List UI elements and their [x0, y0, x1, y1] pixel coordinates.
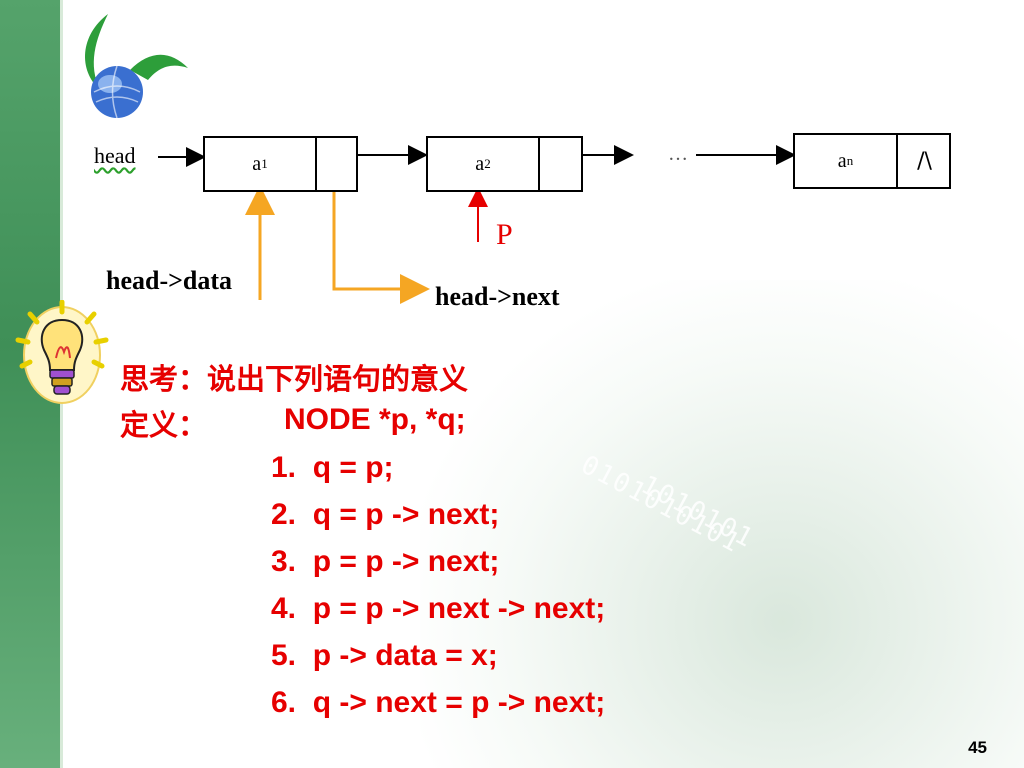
- statement-1: 1. q = p;: [271, 451, 394, 484]
- node-1-next: [317, 138, 358, 190]
- background-decoration: [420, 280, 1024, 768]
- statement-2: 2. q = p -> next;: [271, 498, 500, 531]
- head-next-arrow: [332, 185, 430, 304]
- ellipsis: …: [668, 143, 688, 165]
- node-1-sub: 1: [261, 156, 268, 171]
- logo-icon: [85, 14, 188, 119]
- node-1-label: a: [252, 152, 262, 175]
- node-2-label: a: [475, 152, 485, 175]
- node-2-sub: 2: [484, 156, 491, 171]
- statement-6: 6. q -> next = p -> next;: [271, 686, 606, 719]
- node-n-sub: n: [846, 153, 854, 168]
- statement-list: 1. q = p; 2. q = p -> next; 3. p = p -> …: [271, 444, 605, 726]
- definition-code: NODE *p, *q;: [284, 403, 466, 436]
- page-number: 45: [968, 738, 987, 757]
- node-2-next: [540, 138, 583, 190]
- statement-3: 3. p = p -> next;: [271, 545, 500, 578]
- head-label: head: [94, 143, 136, 168]
- head-next-label: head->next: [435, 282, 560, 311]
- statement-5: 5. p -> data = x;: [271, 639, 498, 672]
- head-data-label: head->data: [106, 266, 233, 295]
- lightbulb-icon: [15, 300, 109, 404]
- node-n-null: /\: [917, 148, 932, 174]
- statement-4: 4. p = p -> next -> next;: [271, 592, 606, 625]
- node-n-label: a: [837, 149, 847, 172]
- definition-prefix: 定义：: [120, 408, 208, 442]
- pointer-p-label: P: [496, 218, 513, 251]
- think-question: 思考：说出下列语句的意义: [120, 362, 469, 396]
